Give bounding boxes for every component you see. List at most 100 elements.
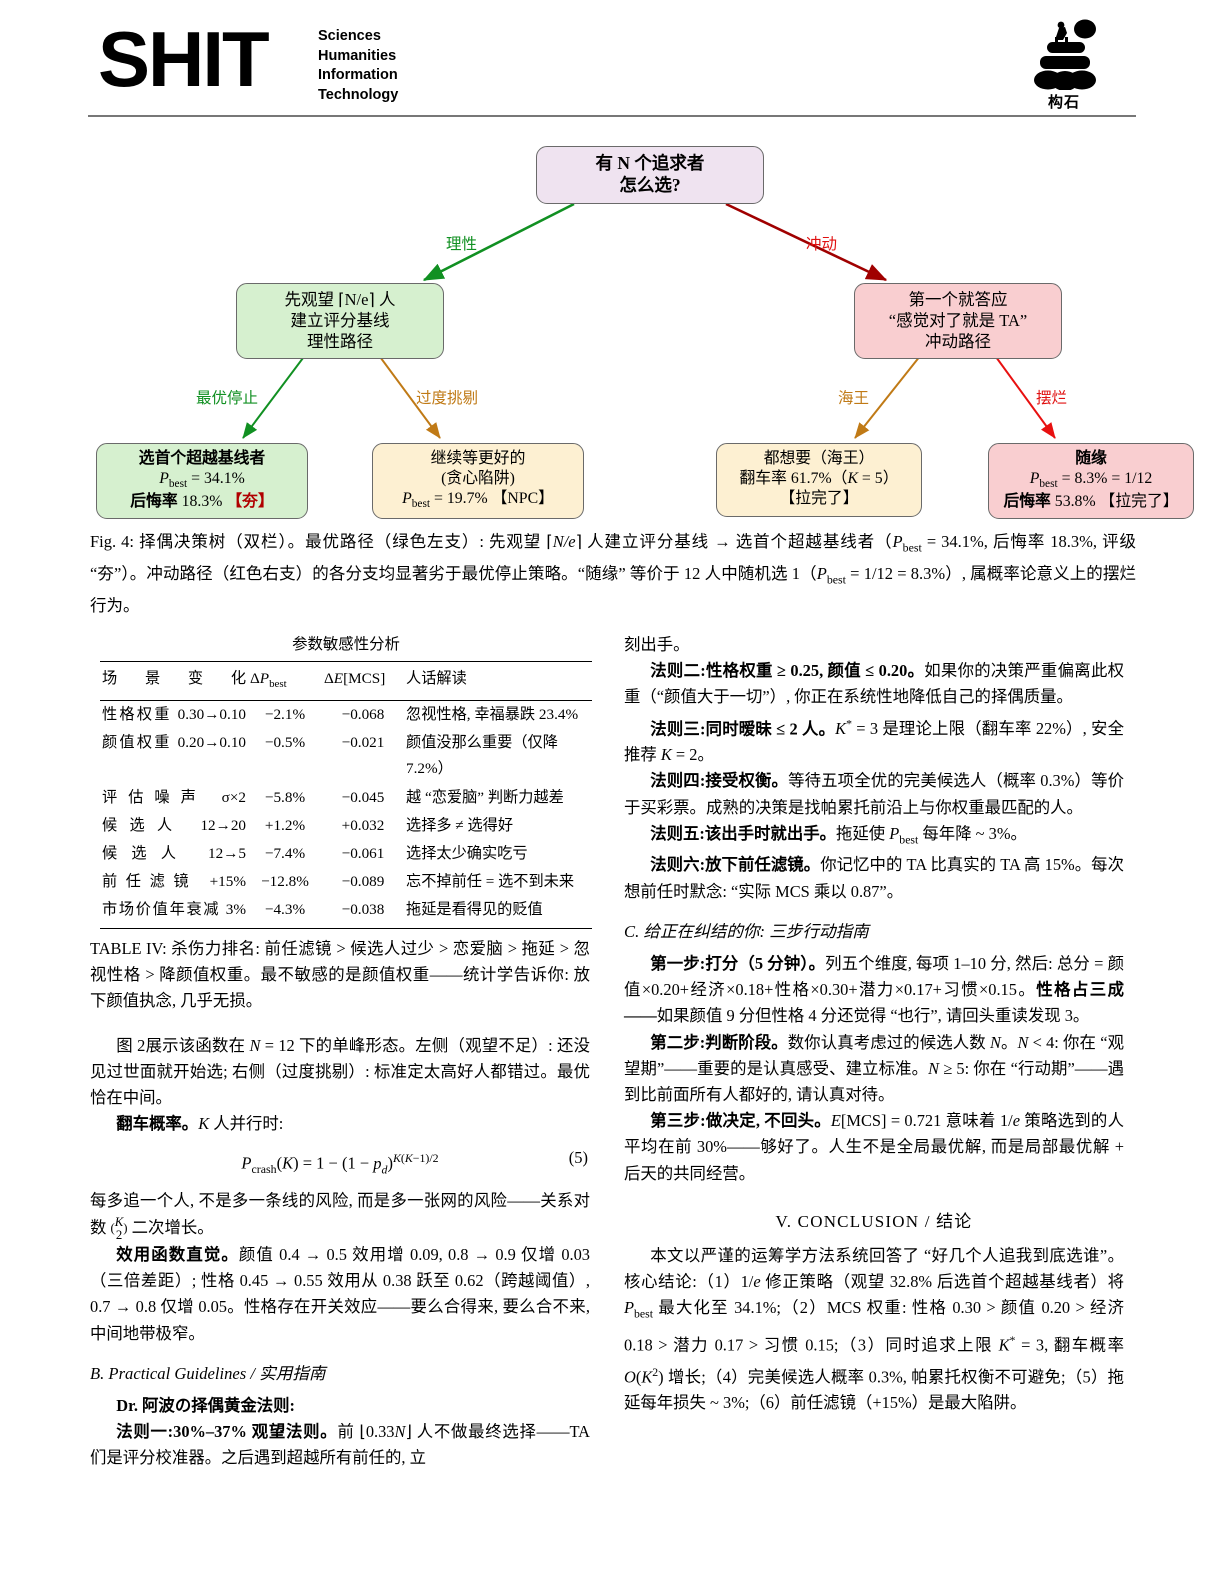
rule3-bold: 同时暧昧 ≤ 2 人。 (705, 719, 836, 739)
node-impulsive-line-1: 第一个就答应 (908, 290, 1008, 309)
publisher-logo: 构石 (1016, 18, 1112, 112)
leaf1-line-2: Pbest = 34.1% (159, 470, 245, 491)
logo-word-4: Technology (318, 86, 399, 103)
leaf4-line-2: Pbest = 8.3% = 1/12 (1029, 470, 1153, 491)
rule2-text: 如果你的决策严重偏离此权重（“颜值大于一切”）, 你正在系统性地降低自己的择偶质… (624, 661, 1124, 707)
leaf4-line-1: 随缘 (1075, 450, 1107, 467)
step1-text: 列五个维度, 每项 1–10 分, 然后: 总分 = 颜值×0.20+经济×0.… (624, 953, 1124, 1000)
edge-label-over-picky: 过度挑剔 (416, 390, 479, 407)
rule-1: 法则一:30%–37% 观望法则。前 ⌊0.33N⌋ 人不做最终选择——TA 们… (90, 1419, 590, 1471)
cell-de: +0.032 (341, 816, 385, 834)
leaf3-line-3: 【拉完了】 (779, 490, 859, 508)
table-caption: TABLE IV: 杀伤力排名: 前任滤镜 > 候选人过少 > 恋爱脑 > 拖延… (90, 939, 590, 1011)
rule2-label: 法则二: (650, 661, 706, 681)
cell-plain: 颜值没那么重要（仅降 7.2%） (406, 734, 558, 778)
leaf1-line-3: 后悔率 18.3% 【夯】 (130, 492, 274, 510)
sensitivity-table: 场景变化 ΔPbest ΔE[MCS] 人话解读 性格权重 0.30→0.10 … (100, 661, 592, 931)
header-divider (88, 115, 1136, 117)
paragraph-crash-lead: 翻车概率。K 人并行时: (116, 1114, 284, 1134)
step1-label: 第一步: (650, 953, 706, 973)
step3-label: 第三步: (650, 1111, 706, 1131)
leaf3-line-1: 都想要（海王） (763, 450, 875, 467)
table-row: 候选人 12→20 +1.2% +0.032 选择多 ≠ 选得好 (100, 812, 592, 840)
rule6-text: 你记忆中的 TA 比真实的 TA 高 15%。每次想前任时默念: “实际 MCS… (624, 855, 1124, 901)
step2-text: 数你认真考虑过的候选人数 N。N < 4: 你在 “观望期”——重要的是认真感受… (624, 1032, 1124, 1104)
leaf2-line-1: 继续等更好的 (430, 450, 526, 467)
step1-bold: 打分（5 分钟）。 (705, 953, 826, 973)
cell-plain: 忽视性格, 幸福暴跌 23.4% (406, 705, 579, 723)
cell-scenario: 颜值权重 0.20→0.10 (102, 734, 246, 752)
table-row: 颜值权重 0.20→0.10 −0.5% −0.021 颜值没那么重要（仅降 7… (100, 729, 592, 783)
section-heading-conclusion: V. CONCLUSION / 结论 (775, 1211, 973, 1231)
cell-plain: 越 “恋爱脑” 判断力越差 (406, 788, 564, 806)
edge-label-impulsive: 冲动 (806, 236, 838, 253)
table-header-scenario: 场景变化 (100, 663, 248, 701)
rule-3: 法则三:同时暧昧 ≤ 2 人。K* = 3 是理论上限（翻车率 22%）, 安全… (624, 711, 1124, 769)
rule4-bold: 接受权衡。 (705, 771, 789, 791)
table-title: 参数敏感性分析 (292, 636, 400, 653)
rule3-label: 法则三: (650, 719, 706, 739)
rule1-label: 法则一: (116, 1422, 174, 1442)
table-row: 性格权重 0.30→0.10 −2.1% −0.068 忽视性格, 幸福暴跌 2… (100, 700, 592, 729)
leaf4-line-3: 后悔率 53.8% 【拉完了】 (1003, 492, 1179, 510)
page-header: SHIT Sciences Humanities Information Tec… (0, 0, 1224, 122)
crash-lead-bold: 翻车概率。 (116, 1114, 199, 1134)
table-row: 市场价值年衰减 3% −4.3% −0.038 拖延是看得见的贬值 (100, 896, 592, 928)
table-row: 候选人 12→5 −7.4% −0.061 选择太少确实吃亏 (100, 840, 592, 868)
table-header-plain: 人话解读 (404, 663, 592, 701)
figure-caption: Fig. 4: 择偶决策树（双栏）。最优路径（绿色左支）: 先观望 ⌈N/e⌉ … (90, 532, 1137, 615)
cell-de: −0.089 (341, 873, 385, 891)
sensitivity-table-wrapper: 参数敏感性分析 场景变化 ΔPbest ΔE[MCS] 人话解读 性格权重 0.… (100, 632, 592, 931)
rule4-label: 法则四: (650, 771, 706, 791)
cell-dp: +1.2% (264, 816, 306, 834)
rule1-text: 前 ⌊0.33N⌋ 人不做最终选择——TA 们是评分校准器。之后遇到超越所有前任… (90, 1422, 590, 1468)
logo-word-2: Humanities (318, 47, 397, 64)
node-root-line-2: 怎么选? (619, 175, 681, 196)
table-row: 评估噪声 σ×2 −5.8% −0.045 越 “恋爱脑” 判断力越差 (100, 784, 592, 812)
publisher-logo-caption: 构石 (1047, 94, 1080, 111)
node-rational-line-2: 建立评分基线 (290, 311, 390, 331)
table-header-delta-emcs: ΔE[MCS] (322, 663, 404, 701)
node-root-line-1: 有 N 个追求者 (595, 153, 705, 173)
node-rational-line-3: 理性路径 (307, 332, 373, 352)
conclusion-paragraph: 本文以严谨的运筹学方法系统回答了 “好几个人追我到底选谁”。核心结论:（1）1/… (624, 1246, 1125, 1413)
cell-de: −0.061 (341, 844, 385, 862)
tree-leaf-playboy: 都想要（海王） 翻车率 61.7%（K = 5） 【拉完了】 (716, 443, 922, 517)
cell-dp: −5.8% (264, 788, 306, 806)
tree-node-rational: 先观望 ⌈N/e⌉ 人 建立评分基线 理性路径 (236, 283, 444, 360)
tree-node-root: 有 N 个追求者 怎么选? (536, 146, 764, 204)
cell-scenario: 性格权重 0.30→0.10 (102, 705, 246, 723)
right-column: 刻出手。 法则二:性格权重 ≥ 0.25, 颜值 ≤ 0.20。如果你的决策严重… (624, 632, 1124, 1416)
paragraph-utility: 效用函数直觉。颜值 0.4 → 0.5 效用增 0.09, 0.8 → 0.9 … (90, 1242, 590, 1347)
continuation-line: 刻出手。 (624, 635, 690, 654)
cell-de: −0.068 (341, 705, 385, 723)
tree-leaf-first-above-baseline: 选首个超越基线者 Pbest = 34.1% 后悔率 18.3% 【夯】 (96, 443, 308, 520)
rule5-label: 法则五: (650, 823, 705, 843)
rule-2: 法则二:性格权重 ≥ 0.25, 颜值 ≤ 0.20。如果你的决策严重偏离此权重… (624, 658, 1124, 710)
rule4-text: 等待五项全优的完美候选人（概率 0.3%）等价于买彩票。成熟的决策是找帕累托前沿… (624, 771, 1124, 817)
cell-dp: −7.4% (264, 844, 306, 862)
cell-scenario: 前任滤镜 +15% (102, 873, 246, 891)
cell-de: −0.038 (341, 901, 385, 919)
section-heading-c: C. 给正在纠结的你: 三步行动指南 (624, 921, 869, 941)
cell-dp: −2.1% (264, 705, 306, 723)
leaf1-line-1: 选首个超越基线者 (138, 450, 266, 467)
equation-5: Pcrash(K) = 1 − (1 − pd)K(K−1)/2 (5) (90, 1145, 590, 1182)
step-1: 第一步:打分（5 分钟）。列五个维度, 每项 1–10 分, 然后: 总分 = … (624, 951, 1124, 1030)
cell-plain: 忘不掉前任 = 选不到未来 (406, 873, 575, 891)
step2-label: 第二步: (650, 1032, 706, 1052)
tree-node-impulsive: 第一个就答应 “感觉对了就是 TA” 冲动路径 (854, 283, 1062, 360)
step1-text2: 如果颜值 9 分但性格 4 分还觉得 “也行”, 请回头重读发现 3。 (656, 1006, 1090, 1026)
rule2-bold: 性格权重 ≥ 0.25, 颜值 ≤ 0.20。 (705, 661, 925, 681)
rule-5: 法则五:该出手时就出手。拖延使 Pbest 每年降 ~ 3%。 (624, 821, 1124, 852)
rules-title: Dr. 阿波の择偶黄金法则: (116, 1395, 296, 1415)
edge-label-optimal-stop: 最优停止 (196, 390, 259, 407)
table-row: 前任滤镜 +15% −12.8% −0.089 忘不掉前任 = 选不到未来 (100, 868, 592, 896)
section-heading-b: B. Practical Guidelines / 实用指南 (90, 1363, 326, 1383)
utility-bold: 效用函数直觉。 (116, 1244, 239, 1264)
sensitivity-table-body: 性格权重 0.30→0.10 −2.1% −0.068 忽视性格, 幸福暴跌 2… (100, 700, 592, 928)
step-2: 第二步:判断阶段。数你认真考虑过的候选人数 N。N < 4: 你在 “观望期”—… (624, 1030, 1124, 1109)
journal-logo-acronym: SHIT (98, 15, 270, 103)
sisyphus-stone-pyramid-icon (1034, 19, 1096, 90)
